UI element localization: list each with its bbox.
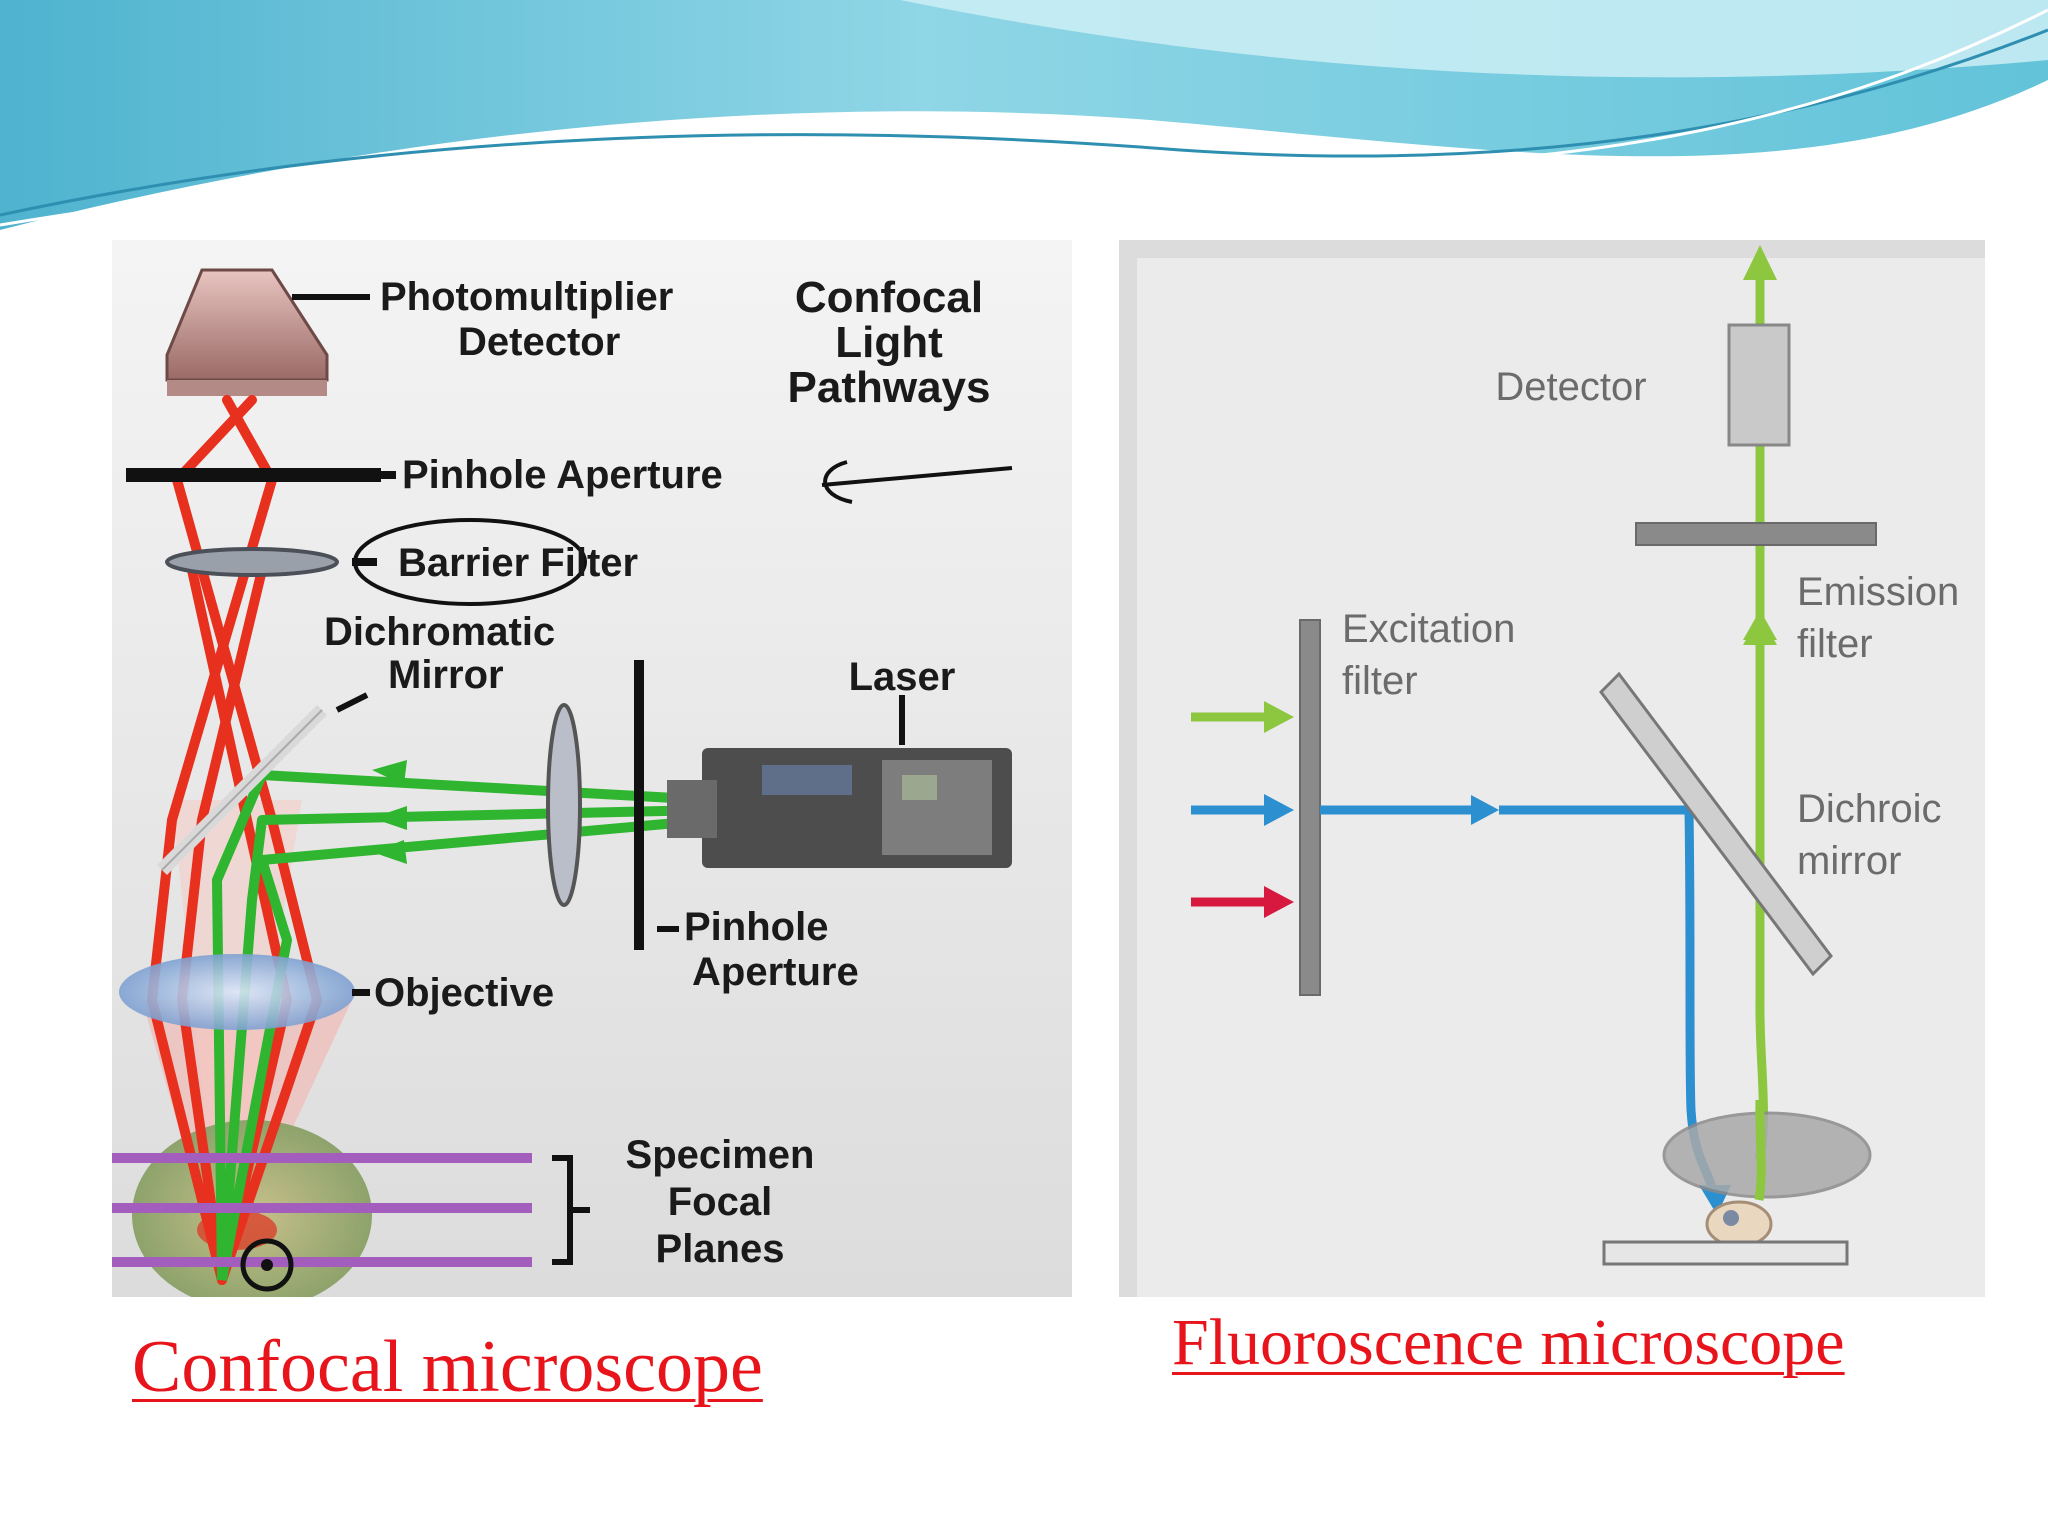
label-detector: Detector — [458, 320, 620, 364]
label-specimen: Specimen — [626, 1133, 815, 1177]
laser-lens — [546, 703, 582, 907]
objective-lens — [119, 954, 355, 1030]
label-photomultiplier: Photomultiplier — [380, 275, 673, 319]
label-excitation: Excitation — [1342, 607, 1515, 651]
specimen-cell — [1705, 1200, 1773, 1248]
label-dichromatic: Dichromatic — [324, 610, 555, 654]
photomultiplier-detector — [165, 268, 329, 396]
label-focal: Focal — [668, 1180, 772, 1224]
confocal-diagram-panel: Photomultiplier Detector Confocal Light … — [112, 240, 1072, 1297]
title-line-3: Pathways — [788, 363, 991, 412]
slide-header-wave — [0, 0, 2048, 230]
label-detector: Detector — [1495, 365, 1646, 409]
circle-annotation-icon — [353, 518, 587, 606]
fluorescence-microscope-link[interactable]: Fluoroscence microscope — [1172, 1306, 1845, 1379]
label-mirror: Mirror — [388, 653, 504, 697]
label-dichroic-mirror: mirror — [1797, 839, 1901, 883]
fluorescence-diagram-panel: Detector Emission filter Excitation filt… — [1119, 240, 1985, 1297]
fluor-objective — [1662, 1111, 1872, 1199]
focal-planes — [112, 1153, 532, 1267]
title-line-1: Confocal — [795, 273, 983, 322]
label-objective: Objective — [374, 971, 554, 1015]
label-pinhole-aperture-top: Pinhole Aperture — [402, 453, 723, 497]
laser-device — [667, 748, 1012, 868]
pinhole-aperture-bottom — [634, 660, 644, 950]
label-emission: Emission — [1797, 570, 1959, 614]
label-laser: Laser — [849, 655, 956, 699]
excitation-filter — [1299, 619, 1321, 996]
label-pinhole: Pinhole — [684, 905, 828, 949]
confocal-microscope-link[interactable]: Confocal microscope — [132, 1326, 763, 1408]
dichroic-mirror — [1599, 671, 1833, 977]
barrier-filter — [165, 547, 339, 577]
title-line-2: Light — [835, 318, 943, 367]
emission-filter — [1635, 522, 1877, 546]
pinhole-aperture-top — [126, 468, 381, 482]
circle-annotation-icon — [240, 1238, 294, 1292]
input-light-arrows — [1191, 701, 1294, 918]
label-excitation-filter: filter — [1342, 659, 1418, 703]
label-aperture: Aperture — [692, 950, 859, 994]
fluor-detector — [1727, 323, 1791, 447]
arrow-annotation-icon — [821, 460, 1013, 504]
label-planes: Planes — [656, 1227, 785, 1271]
microscope-slide — [1602, 1240, 1849, 1266]
label-emission-filter: filter — [1797, 622, 1873, 666]
label-dichroic: Dichroic — [1797, 787, 1941, 831]
label-barrier-filter: Barrier Filter — [398, 541, 638, 585]
